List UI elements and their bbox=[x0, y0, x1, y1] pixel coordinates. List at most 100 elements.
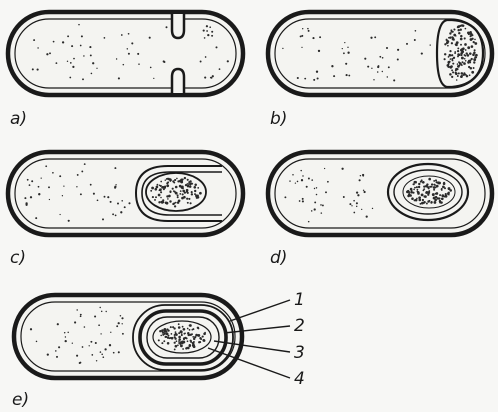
stipple-dot bbox=[469, 62, 471, 64]
stipple-dot bbox=[172, 188, 174, 190]
stipple-dot bbox=[36, 341, 38, 343]
stipple-dot bbox=[282, 48, 283, 49]
stipple-dot bbox=[120, 315, 122, 317]
stipple-dot bbox=[356, 191, 358, 193]
stipple-dot bbox=[90, 184, 92, 186]
stipple-dot bbox=[353, 212, 355, 214]
stipple-dot bbox=[451, 42, 453, 44]
stipple-dot bbox=[63, 185, 64, 186]
stipple-dot bbox=[52, 172, 54, 174]
stipple-dot bbox=[74, 321, 76, 323]
stipple-dot bbox=[27, 179, 29, 181]
stipple-dot bbox=[327, 181, 329, 183]
stipple-dot bbox=[187, 185, 190, 188]
stipple-dot bbox=[49, 199, 50, 200]
stipple-dot bbox=[92, 62, 94, 64]
stipple-dot bbox=[415, 30, 417, 32]
stipple-dot bbox=[465, 49, 467, 51]
stipple-dot bbox=[62, 41, 64, 43]
stipple-dot bbox=[320, 204, 322, 206]
stipple-dot bbox=[121, 34, 123, 36]
stipple-dot bbox=[378, 65, 380, 67]
stipple-dot bbox=[471, 38, 473, 40]
stipple-dot bbox=[427, 200, 430, 203]
stipple-dot bbox=[186, 183, 188, 185]
stipple-dot bbox=[407, 190, 409, 192]
stipple-dot bbox=[431, 183, 433, 185]
stipple-dot bbox=[205, 56, 207, 58]
stipple-dot bbox=[179, 185, 182, 188]
stipple-dot bbox=[406, 43, 408, 45]
stipple-dot bbox=[473, 58, 476, 61]
stipple-dot bbox=[84, 326, 86, 328]
stipple-dot bbox=[441, 188, 443, 190]
stipple-dot bbox=[473, 61, 475, 63]
stipple-dot bbox=[162, 332, 164, 334]
panel-d: d) bbox=[268, 152, 492, 268]
stipple-dot bbox=[430, 201, 432, 203]
callout-label-4: 4 bbox=[294, 369, 305, 389]
stipple-dot bbox=[194, 193, 196, 195]
stipple-dot bbox=[172, 203, 174, 205]
stipple-dot bbox=[200, 338, 202, 340]
stipple-dot bbox=[122, 333, 124, 335]
stipple-dot bbox=[215, 46, 217, 48]
stipple-dot bbox=[37, 47, 38, 48]
stipple-dot bbox=[93, 193, 95, 195]
stipple-dot bbox=[461, 57, 464, 60]
stipple-dot bbox=[106, 311, 107, 312]
stipple-dot bbox=[433, 180, 435, 182]
stipple-dot bbox=[447, 192, 450, 195]
stipple-dot bbox=[122, 323, 123, 324]
stipple-dot bbox=[83, 55, 84, 56]
stipple-dot bbox=[171, 337, 174, 340]
stipple-dot bbox=[137, 53, 139, 55]
stipple-dot bbox=[100, 333, 101, 334]
stipple-dot bbox=[175, 202, 177, 204]
stipple-dot bbox=[414, 181, 417, 184]
stipple-dot bbox=[344, 42, 345, 43]
stipple-dot bbox=[469, 52, 472, 55]
stipple-dot bbox=[308, 30, 310, 32]
stipple-dot bbox=[397, 58, 399, 60]
stipple-dot bbox=[161, 187, 163, 189]
stipple-dot bbox=[387, 76, 388, 77]
stipple-dot bbox=[449, 54, 452, 57]
stipple-dot bbox=[341, 168, 343, 170]
stipple-dot bbox=[116, 325, 118, 327]
stipple-dot bbox=[33, 39, 35, 41]
stipple-dot bbox=[65, 336, 66, 337]
stipple-dot bbox=[64, 332, 65, 333]
stipple-dot bbox=[56, 356, 58, 358]
stipple-dot bbox=[166, 26, 168, 28]
stipple-dot bbox=[314, 201, 316, 203]
stipple-dot bbox=[169, 200, 171, 202]
stipple-dot bbox=[99, 307, 100, 308]
stipple-dot bbox=[118, 351, 120, 353]
stipple-dot bbox=[346, 74, 348, 76]
stipple-dot bbox=[311, 179, 313, 181]
stipple-dot bbox=[452, 63, 454, 65]
stipple-dot bbox=[449, 73, 452, 76]
stipple-dot bbox=[301, 35, 303, 37]
stipple-dot bbox=[158, 194, 161, 197]
stipple-dot bbox=[373, 79, 374, 80]
stipple-dot bbox=[460, 35, 462, 37]
stipple-dot bbox=[311, 210, 313, 212]
stipple-dot bbox=[203, 30, 205, 32]
stipple-dot bbox=[457, 63, 459, 65]
stipple-dot bbox=[173, 182, 175, 184]
stipple-dot bbox=[157, 184, 159, 186]
stipple-dot bbox=[204, 37, 206, 39]
stipple-dot bbox=[174, 179, 176, 181]
stipple-dot bbox=[188, 198, 190, 200]
stipple-dot bbox=[154, 199, 156, 201]
stipple-dot bbox=[89, 345, 90, 346]
stipple-dot bbox=[184, 333, 186, 335]
stipple-dot bbox=[198, 328, 200, 330]
stipple-dot bbox=[433, 189, 435, 191]
stipple-dot bbox=[412, 192, 414, 194]
stipple-dot bbox=[187, 340, 189, 342]
stipple-dot bbox=[444, 58, 446, 60]
stipple-dot bbox=[187, 179, 189, 181]
